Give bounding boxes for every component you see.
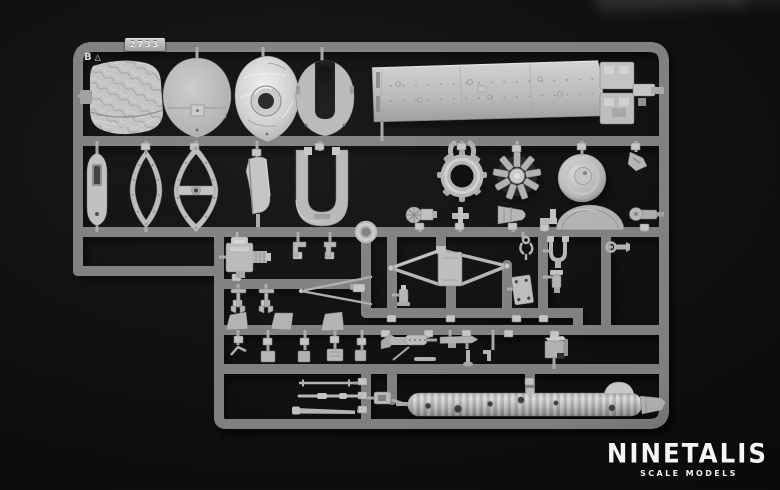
- part-gear-pump: [405, 206, 437, 224]
- part-l-bracket: [540, 209, 557, 224]
- mould-stamp-number: 2733: [129, 40, 161, 49]
- part-cowling-ring-shell: [234, 55, 300, 143]
- sprue-letter: B: [84, 52, 92, 63]
- part-slotted-cowling-former: [295, 59, 355, 137]
- part-engine-bearer-blocks: [599, 61, 664, 125]
- part-arrow-bracket: [627, 151, 648, 172]
- part-drum-machine-gun: [629, 207, 664, 221]
- watermark-brand: NINETALIS: [606, 437, 768, 470]
- part-curved-side-panel: [245, 156, 271, 227]
- sprue-corner-marking: B △: [84, 52, 101, 63]
- mould-stamp-tab: 2733: [125, 38, 165, 51]
- part-axle-rods: [297, 379, 363, 399]
- part-narrow-former: [86, 152, 108, 227]
- part-windscreen-panels: [225, 311, 345, 332]
- part-oval-bulkhead: [162, 57, 232, 139]
- watermark: NINETALIS SCALE MODELS: [606, 437, 768, 478]
- part-t-fitting: [452, 207, 469, 227]
- part-u-shaped-former: [295, 147, 349, 227]
- part-small-oval-frame: [129, 149, 163, 229]
- part-half-dome-fairing: [555, 204, 625, 231]
- recycling-symbol-icon: △: [94, 53, 101, 62]
- part-ammunition-box: [544, 336, 568, 359]
- part-cabane-strut-frame: [387, 246, 511, 287]
- watermark-tagline: SCALE MODELS: [640, 469, 738, 478]
- part-venturi-cone: [497, 205, 526, 225]
- part-fuselage-deck-panel: [371, 60, 605, 123]
- part-small-blocks: [230, 345, 367, 363]
- part-quilted-seat-panel: [80, 60, 164, 135]
- part-drilled-plate: [511, 274, 534, 306]
- part-tapered-strut: [292, 406, 355, 415]
- part-engine-cowling-dome: [557, 153, 607, 203]
- part-small-block: [373, 391, 392, 405]
- part-large-oval-frame-with-crossbar: [173, 145, 219, 233]
